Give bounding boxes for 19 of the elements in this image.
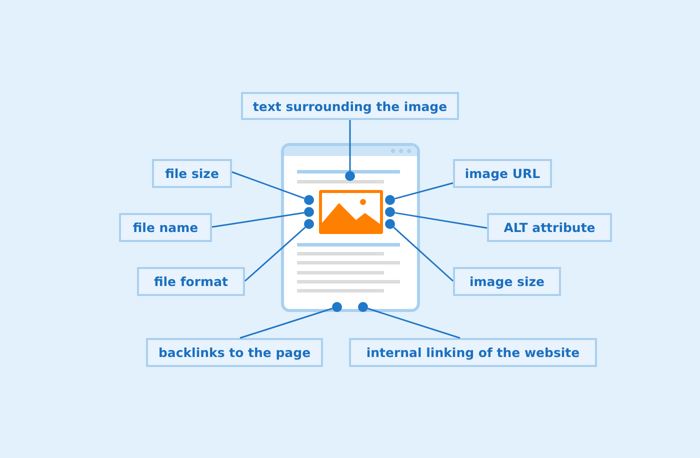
leader-line [232,171,305,199]
label-box: image URL [453,159,552,188]
leader-line [240,308,332,339]
leader-line [394,212,488,229]
leader-line [393,226,454,282]
leader-line [244,226,306,282]
label-box: file name [119,213,212,242]
label-box: file format [137,267,245,296]
leader-line [368,308,460,339]
label-box: text surrounding the image [241,92,459,120]
label-box: ALT attribute [487,213,612,242]
leader-line [349,120,351,171]
leader-line [394,182,454,200]
label-box: backlinks to the page [146,338,323,367]
label-box: image size [453,267,561,296]
leader-line [212,212,304,228]
label-box: file size [152,159,232,188]
web-page-drawing [281,143,420,312]
label-box: internal linking of the website [349,338,597,367]
